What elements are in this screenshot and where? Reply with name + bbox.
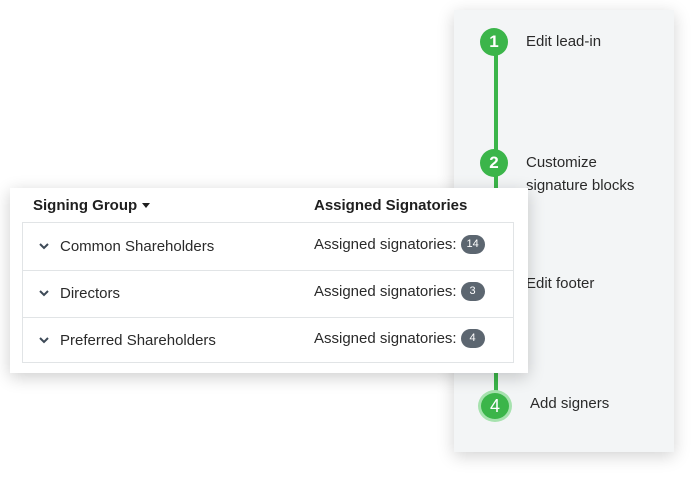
chevron-down-icon[interactable]	[39, 335, 49, 345]
step-label: Edit lead-in	[526, 33, 602, 50]
step-number-active: 4	[478, 390, 512, 422]
column-header-signing-group[interactable]: Signing Group	[33, 197, 151, 214]
assigned-signatories-label: Assigned signatories:	[314, 330, 457, 347]
step-label: Add signers	[530, 395, 610, 412]
signing-group-name: Directors	[60, 285, 121, 302]
step-label: Edit footer	[526, 275, 595, 292]
signatory-count-badge: 3	[460, 282, 485, 301]
signing-group-name: Common Shareholders	[60, 238, 215, 255]
chevron-down-icon[interactable]	[39, 288, 49, 298]
column-header-assigned-signatories: Assigned Signatories	[314, 197, 468, 214]
column-header-label: Signing Group	[33, 197, 138, 214]
chevron-down-icon[interactable]	[39, 241, 49, 251]
step-number: 2	[480, 149, 508, 177]
assigned-signatories: Assigned signatories: 4	[314, 329, 485, 348]
table-row[interactable]: Common Shareholders Assigned signatories…	[23, 223, 513, 271]
step-add-signers[interactable]: 4 Add signers	[478, 390, 660, 422]
assigned-signatories-label: Assigned signatories:	[314, 283, 457, 300]
assigned-signatories: Assigned signatories: 14	[314, 235, 485, 254]
step-label: Customize signature blocks	[526, 154, 635, 194]
step-customize-signature-blocks[interactable]: 2 Customize signature blocks	[480, 149, 656, 197]
signing-groups-card: Signing Group Assigned Signatories Commo…	[10, 188, 528, 373]
table-row[interactable]: Directors Assigned signatories: 3	[23, 270, 513, 318]
table-row[interactable]: Preferred Shareholders Assigned signator…	[23, 317, 513, 364]
step-edit-lead-in[interactable]: 1 Edit lead-in	[480, 28, 656, 56]
signatory-count-badge: 14	[460, 235, 485, 254]
step-number: 1	[480, 28, 508, 56]
signatory-count-badge: 4	[460, 329, 485, 348]
assigned-signatories: Assigned signatories: 3	[314, 282, 485, 301]
signing-groups-table: Common Shareholders Assigned signatories…	[22, 222, 514, 363]
signing-group-name: Preferred Shareholders	[60, 332, 216, 349]
sort-caret-icon[interactable]	[142, 202, 151, 208]
table-header: Signing Group Assigned Signatories	[10, 188, 528, 222]
assigned-signatories-label: Assigned signatories:	[314, 236, 457, 253]
